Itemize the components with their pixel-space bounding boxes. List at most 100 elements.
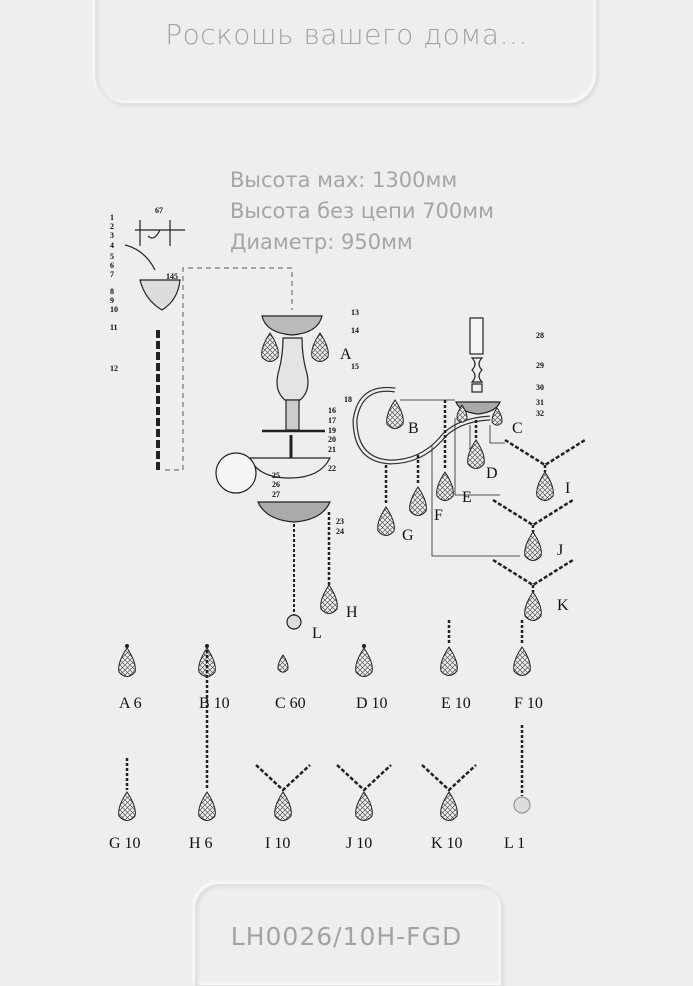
part-letter-H: H <box>346 604 358 621</box>
callout-21: 21 <box>328 445 336 454</box>
callout-10: 10 <box>110 305 118 314</box>
callout-2: 2 <box>110 222 114 231</box>
callout-31: 31 <box>536 398 544 407</box>
crystal-drop-icon <box>440 791 458 821</box>
crystal-drop-icon <box>377 506 395 536</box>
callout-23: 23 <box>336 517 344 526</box>
part-label: F 10 <box>514 695 543 712</box>
part-letter-G: G <box>402 527 414 544</box>
part-letter-E: E <box>462 489 472 506</box>
callout-15: 15 <box>351 362 359 371</box>
spec-height-no-chain: Высота без цепи 700мм <box>230 199 494 223</box>
candle-tube <box>470 357 484 383</box>
part-F: F 10 <box>513 620 543 712</box>
part-letter-J: J <box>557 542 563 559</box>
part-letter-D: D <box>486 465 498 482</box>
crystal-drop-icon <box>524 531 542 561</box>
callout-24: 24 <box>336 527 344 536</box>
part-J: J 10 <box>336 764 392 852</box>
crystal-drop-icon <box>456 404 468 423</box>
callout-18: 18 <box>344 395 352 404</box>
callout-13: 13 <box>351 308 359 317</box>
crystal-drop-icon <box>320 584 338 614</box>
callout-26: 26 <box>272 480 280 489</box>
part-D: D 10 <box>355 644 388 712</box>
crystal-drop-icon <box>524 591 542 621</box>
callout-17: 17 <box>328 416 336 425</box>
part-L: L 1 <box>504 725 531 852</box>
crystal-drop-icon <box>118 791 136 821</box>
dimension-label: 145 <box>166 272 178 281</box>
callout-12: 12 <box>110 364 118 373</box>
mounting-bracket <box>135 229 185 239</box>
callout-5: 5 <box>110 252 114 261</box>
part-label: G 10 <box>109 835 141 852</box>
part-letter-C: C <box>512 420 523 437</box>
callout-29: 29 <box>536 361 544 370</box>
crystal-ball <box>286 614 302 630</box>
detail-circle <box>215 452 257 494</box>
top-bowl <box>261 315 323 336</box>
dimension-label: 67 <box>155 206 163 215</box>
part-C: C 60 <box>275 654 306 712</box>
crystal-drop-icon <box>355 647 373 677</box>
part-label: A 6 <box>119 695 142 712</box>
part-label: I 10 <box>265 835 290 852</box>
part-label: E 10 <box>441 695 471 712</box>
top-decor-panel <box>95 0 597 104</box>
crystal-drop-icon <box>436 471 454 501</box>
dashed-guide <box>165 267 293 471</box>
part-letter-F: F <box>434 507 443 524</box>
callout-28: 28 <box>536 331 544 340</box>
callout-20: 20 <box>328 435 336 444</box>
glass-vase <box>276 337 309 401</box>
part-label: L 1 <box>504 835 525 852</box>
crystal-drop-icon <box>311 332 329 362</box>
crystal-drop-icon <box>513 646 531 676</box>
callout-6: 6 <box>110 261 114 270</box>
v-chain <box>504 438 586 467</box>
part-G: G 10 <box>109 758 141 852</box>
crystal-drop-icon <box>118 647 136 677</box>
part-label: D 10 <box>356 695 388 712</box>
v-chain <box>492 498 574 527</box>
callout-11: 11 <box>110 323 118 332</box>
model-number: LH0026/10H-FGD <box>230 922 463 951</box>
callout-1: 1 <box>110 213 114 222</box>
spec-height-max: Высота мах: 1300мм <box>230 168 458 192</box>
part-H: H 6 <box>189 650 216 852</box>
part-letter-A: A <box>340 346 352 363</box>
crystal-drop-icon <box>198 791 216 821</box>
crystal-drop-icon <box>277 654 289 673</box>
part-E: E 10 <box>440 620 471 712</box>
part-letter-B: B <box>408 420 419 437</box>
wire <box>124 244 156 271</box>
column-sleeve <box>285 399 300 431</box>
crystal-drop-icon <box>355 791 373 821</box>
callout-32: 32 <box>536 409 544 418</box>
callout-9: 9 <box>110 296 114 305</box>
callout-14: 14 <box>351 326 359 335</box>
crystal-drop-icon <box>261 332 279 362</box>
slogan: Роскошь вашего дома... <box>165 18 528 51</box>
drip-bowl <box>249 457 331 479</box>
callout-7: 7 <box>110 270 114 279</box>
bulb-socket <box>471 383 483 393</box>
crystal-drop-icon <box>467 439 485 469</box>
spec-diameter: Диаметр: 950мм <box>230 230 413 254</box>
part-letter-I: I <box>565 480 570 497</box>
v-chain <box>492 558 574 587</box>
callout-16: 16 <box>328 406 336 415</box>
canopy <box>139 279 181 311</box>
crystal-drop-icon <box>440 646 458 676</box>
part-label: B 10 <box>199 695 230 712</box>
part-label: C 60 <box>275 695 306 712</box>
part-label: H 6 <box>189 835 213 852</box>
bottom-bowl <box>257 501 331 523</box>
callout-4: 4 <box>110 241 114 250</box>
part-label: J 10 <box>346 835 372 852</box>
part-letter-L: L <box>312 625 322 642</box>
callout-25: 25 <box>272 471 280 480</box>
part-A: A 6 <box>118 644 142 712</box>
